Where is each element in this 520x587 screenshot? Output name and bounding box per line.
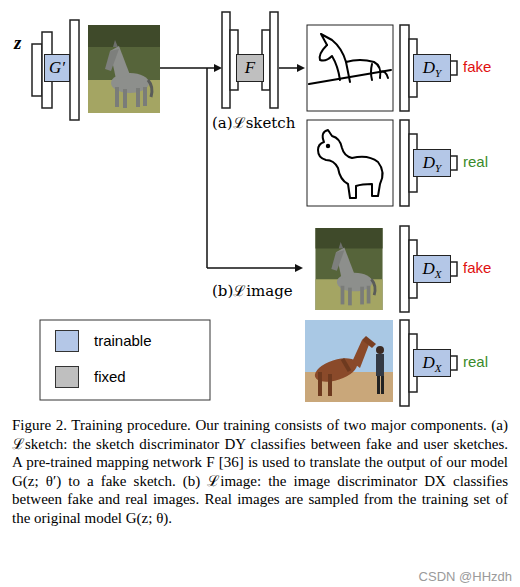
network-block: DY xyxy=(413,149,451,177)
watermark: CSDN @HHzdh xyxy=(419,569,512,584)
annotation: fake xyxy=(463,259,491,276)
symbol-text: D xyxy=(423,153,435,172)
symbol-text: G′ xyxy=(49,58,65,77)
subscript-text: Y xyxy=(435,162,441,174)
block-label: F xyxy=(245,58,255,78)
legend-text: trainable xyxy=(94,332,152,349)
network-block: DY xyxy=(413,54,451,82)
block-label: DX xyxy=(422,259,441,279)
input-symbol: z xyxy=(14,32,21,54)
block-label: DX xyxy=(422,353,441,373)
network-block: F xyxy=(236,54,264,82)
network-block: DX xyxy=(413,349,451,377)
network-block: DX xyxy=(413,255,451,283)
subscript-text: Y xyxy=(435,67,441,79)
figure-caption: Figure 2. Training procedure. Our traini… xyxy=(12,416,508,527)
symbol-text: D xyxy=(422,259,434,278)
annotation: (a)ℒsketch xyxy=(212,112,295,132)
legend-swatch xyxy=(55,366,79,388)
legend-text: fixed xyxy=(94,368,126,385)
block-label: DY xyxy=(423,58,441,78)
annotation: (b)ℒimage xyxy=(212,280,293,300)
legend-swatch xyxy=(55,330,79,352)
subscript-text: X xyxy=(435,268,442,280)
symbol-text: F xyxy=(245,58,255,77)
annotation: fake xyxy=(463,58,491,75)
annotation: real xyxy=(463,353,488,370)
annotation: real xyxy=(463,153,488,170)
subscript-text: X xyxy=(435,362,442,374)
block-label: G′ xyxy=(49,58,65,78)
symbol-text: D xyxy=(422,353,434,372)
network-block: G′ xyxy=(44,54,70,82)
symbol-text: D xyxy=(423,58,435,77)
block-label: DY xyxy=(423,153,441,173)
